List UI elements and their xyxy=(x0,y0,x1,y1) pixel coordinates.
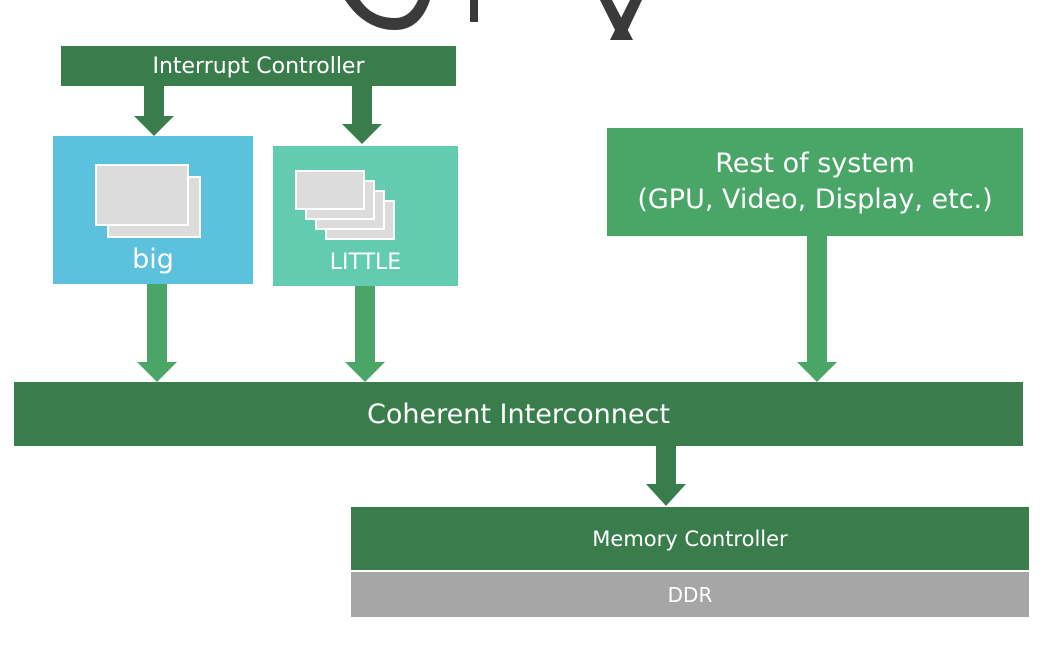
arrow-big-to-interconnect xyxy=(137,284,177,382)
big-cluster-block: big xyxy=(53,136,253,284)
arrow-interconnect-to-memory xyxy=(646,446,686,506)
arrow-interrupt-to-little xyxy=(342,86,382,144)
arrow-rest-to-interconnect xyxy=(797,236,837,382)
interrupt-controller-label: Interrupt Controller xyxy=(152,53,365,79)
memory-controller-label: Memory Controller xyxy=(592,526,788,551)
coherent-interconnect-label: Coherent Interconnect xyxy=(367,398,670,430)
coherent-interconnect-block: Coherent Interconnect xyxy=(14,382,1023,446)
little-cluster-label: LITTLE xyxy=(329,250,402,275)
rest-of-system-block: Rest of system (GPU, Video, Display, etc… xyxy=(607,128,1023,236)
core-front xyxy=(95,164,189,226)
big-cluster-label: big xyxy=(132,244,174,275)
ddr-label: DDR xyxy=(667,582,713,607)
clipped-title-fragment xyxy=(345,0,642,40)
rest-of-system-title: Rest of system xyxy=(715,148,915,179)
arrow-interrupt-to-big xyxy=(134,86,174,136)
rest-of-system-subtitle: (GPU, Video, Display, etc.) xyxy=(637,184,993,215)
little-cluster-block: LITTLE xyxy=(273,146,458,286)
ddr-block: DDR xyxy=(351,572,1029,617)
little-core-stack-icon xyxy=(295,168,405,244)
core-1 xyxy=(295,170,365,210)
memory-controller-block: Memory Controller xyxy=(351,507,1029,570)
interrupt-controller-block: Interrupt Controller xyxy=(61,46,456,86)
big-core-stack-icon xyxy=(93,162,203,242)
arrow-little-to-interconnect xyxy=(345,286,385,382)
